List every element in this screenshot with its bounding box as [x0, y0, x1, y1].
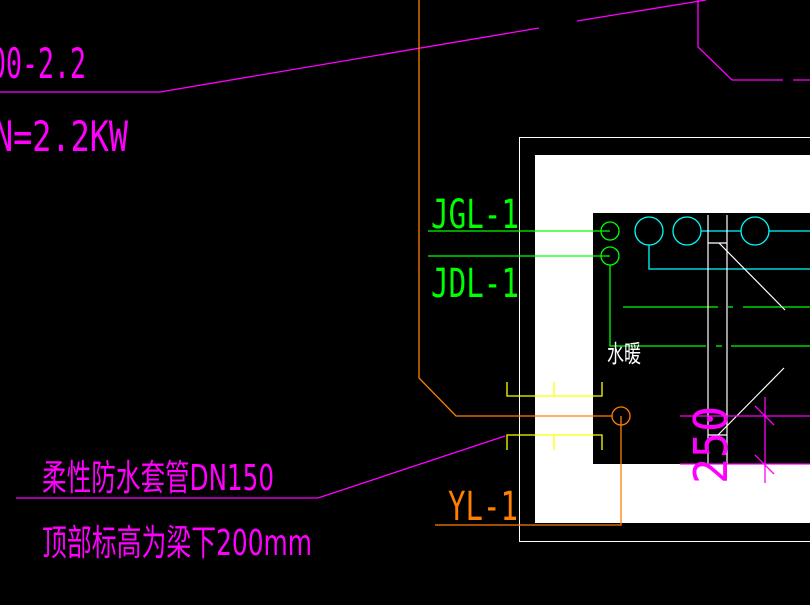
cyan-pipes	[634, 216, 810, 270]
jgl-pipe-circle	[600, 221, 620, 241]
sleeve-note-leader	[16, 435, 506, 499]
dimension-value: 250	[684, 406, 738, 484]
green-pipes	[428, 221, 810, 347]
pipe-shaft	[707, 215, 786, 464]
waterproof-sleeve	[506, 382, 603, 450]
dimension-line	[680, 397, 810, 483]
yl-pipe	[418, 0, 631, 526]
elevation-note: 顶部标高为梁下200mm	[42, 523, 312, 564]
motor-leader	[0, 0, 810, 93]
outer-frame	[519, 137, 810, 542]
motor-model-label: 00-2.2	[0, 39, 86, 88]
jgl-label: JGL-1	[431, 192, 519, 238]
motor-power-label: N=2.2KW	[0, 112, 129, 161]
wall-fill	[535, 155, 810, 523]
room-label: 水暖	[607, 340, 641, 368]
jdl-label: JDL-1	[431, 261, 519, 307]
yl-label: YL-1	[448, 484, 518, 530]
sleeve-note: 柔性防水套管DN150	[42, 458, 274, 499]
